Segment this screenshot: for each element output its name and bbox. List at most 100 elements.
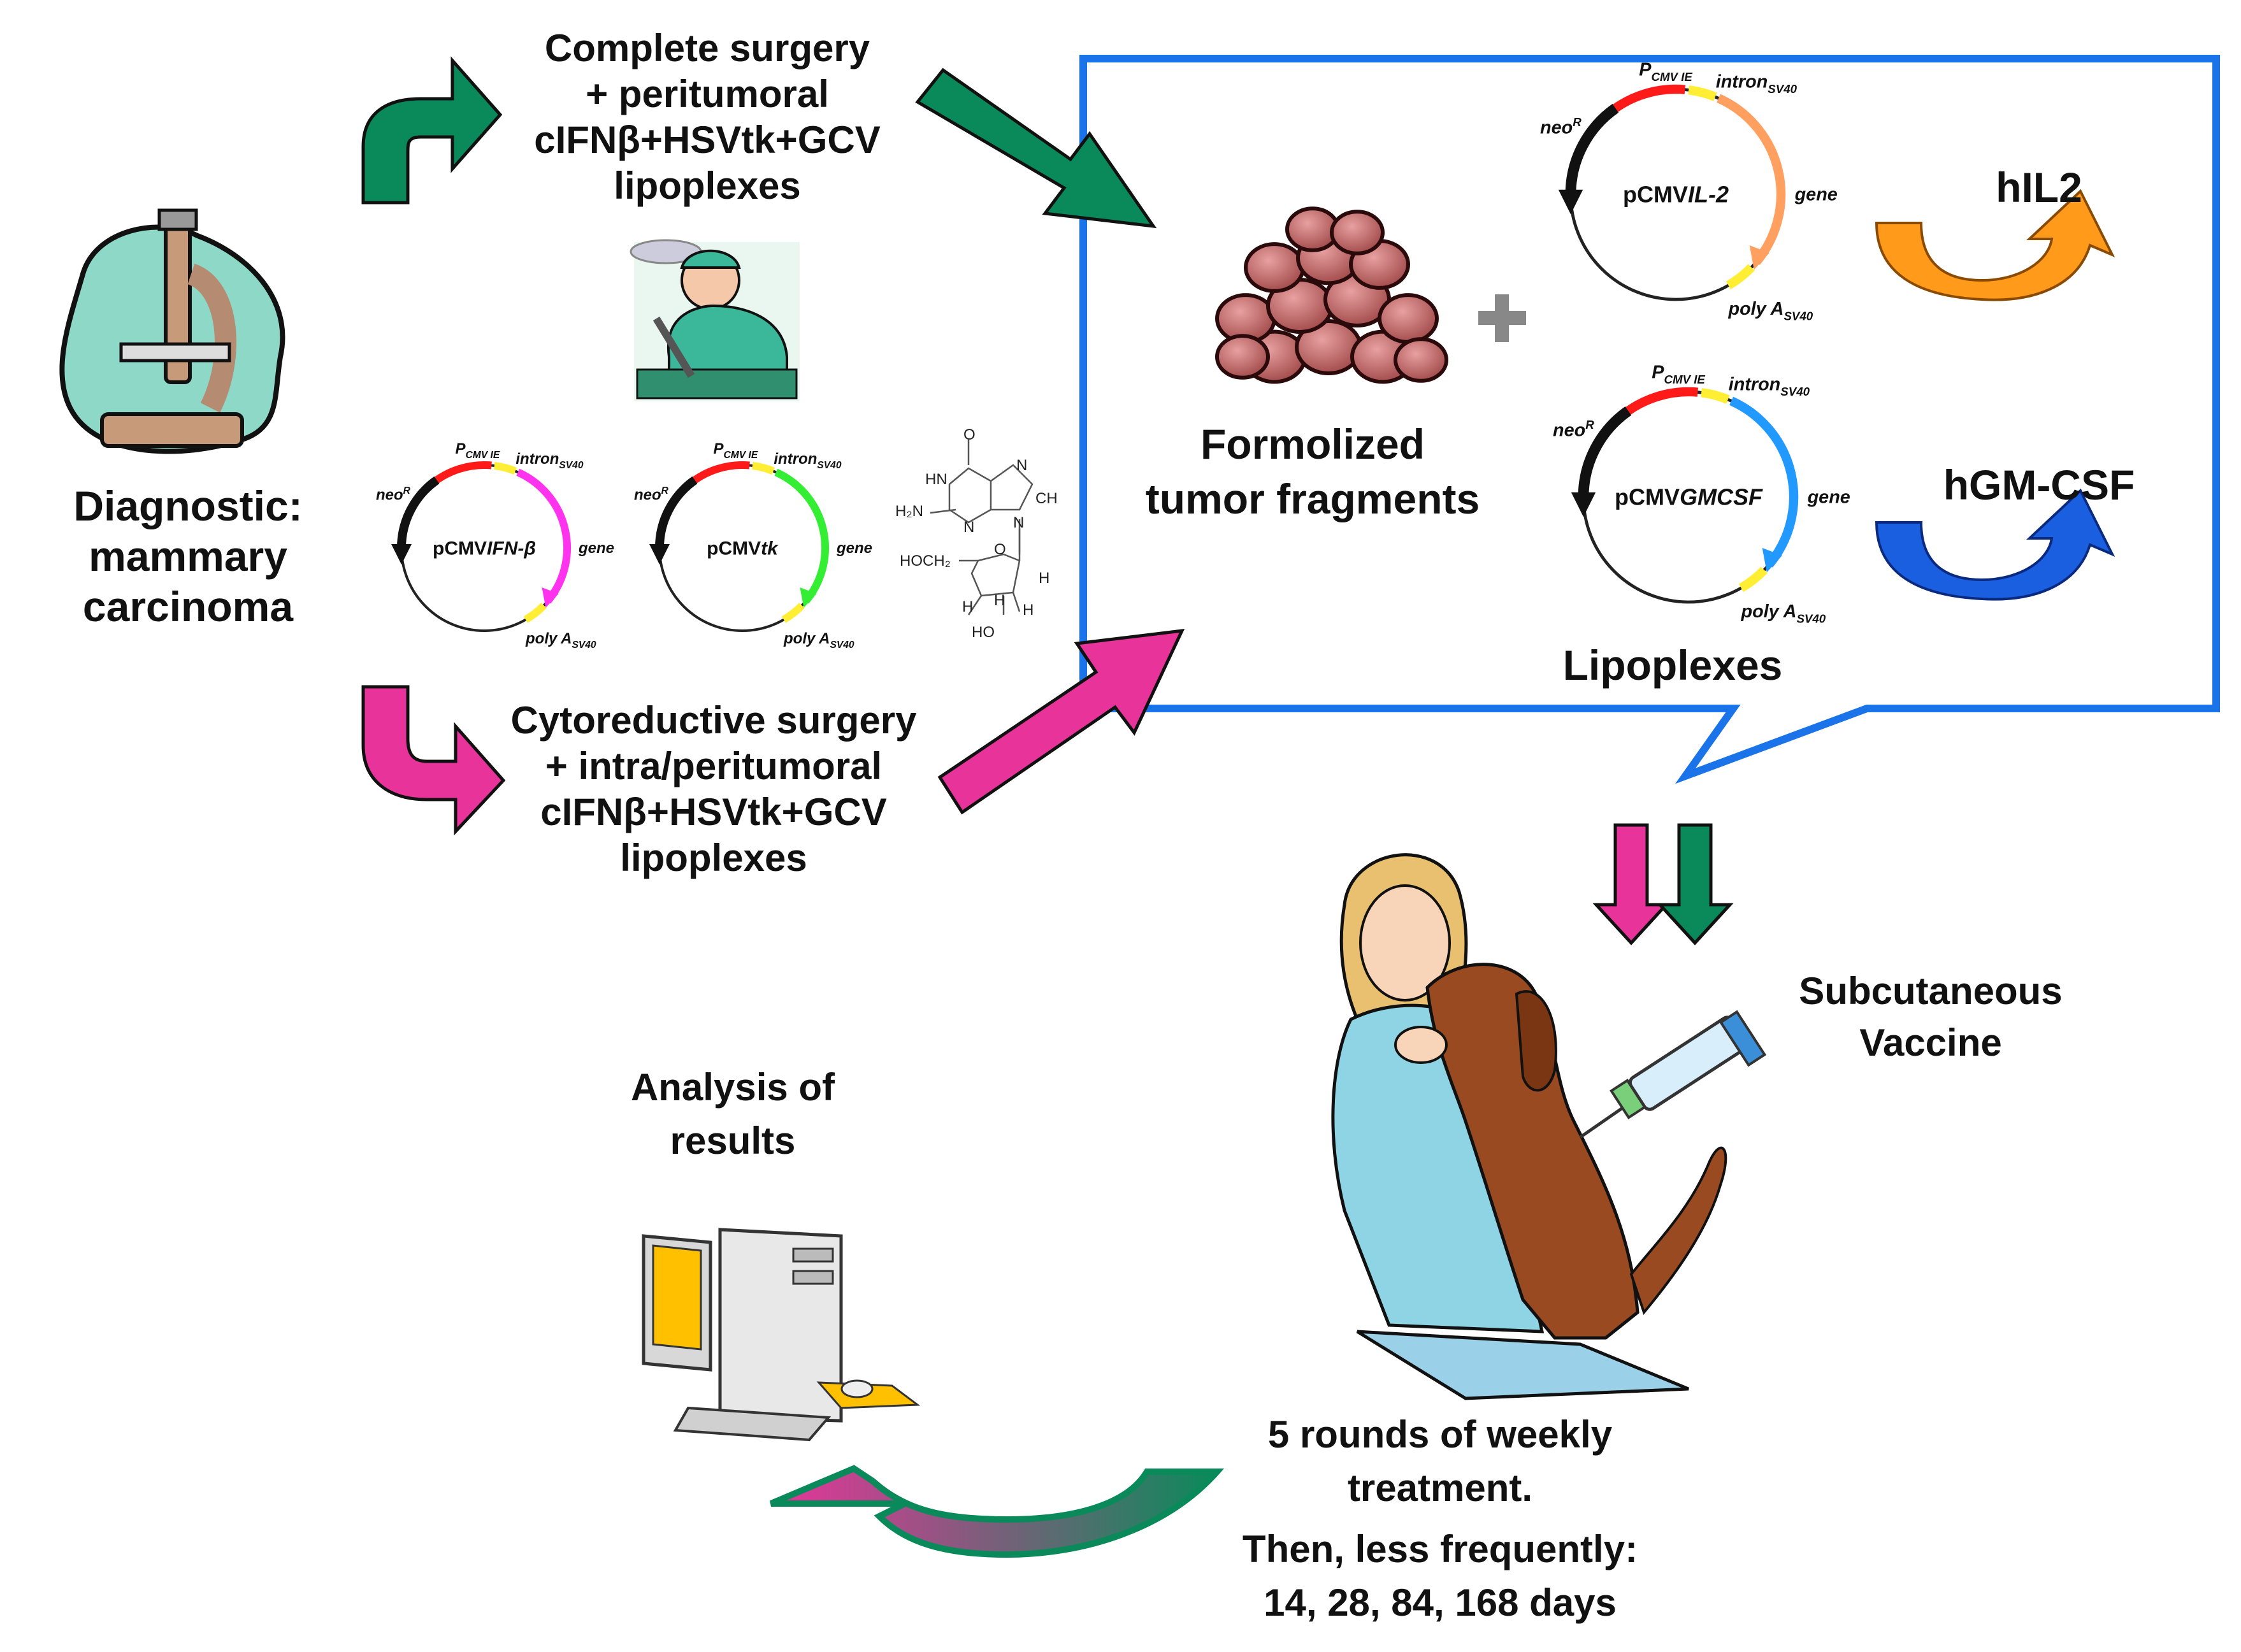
tumor-cell <box>1330 210 1385 255</box>
diagnostic-line-3: carcinoma <box>82 583 294 631</box>
rounds-line-1: 5 rounds of weekly <box>1267 1413 1613 1456</box>
polya-label: poly ASV40 <box>1741 601 1826 626</box>
neo-resistance-segment <box>655 476 698 549</box>
surgeon-icon <box>630 239 800 401</box>
hil2-label: hIL2 <box>1996 164 2082 211</box>
tumor-cell <box>1394 337 1448 383</box>
formolized-line-2: tumor fragments <box>1145 475 1480 522</box>
mol-hoch2: HOCH₂ <box>900 552 951 570</box>
green-diagonal-arrow <box>915 68 1157 229</box>
cmv-promoter-segment <box>428 461 492 488</box>
intron-segment <box>1688 85 1717 101</box>
intron-label: intronSV40 <box>1729 375 1810 399</box>
neo-arrowhead <box>1571 492 1596 517</box>
promoter-label: PCMV IE <box>1652 362 1705 386</box>
diagnostic-line-2: mammary <box>89 533 287 580</box>
intron-segment <box>493 462 517 475</box>
formolized-tumor-fragments-icon <box>1215 206 1448 384</box>
plasmid-pcmv-gmcsf: pCMVGMCSF PCMV IE intronSV40 gene poly ASV40… <box>1553 362 1850 625</box>
neo-resistance-segment <box>397 476 440 549</box>
subcutaneous-line-2: Vaccine <box>1859 1021 2002 1064</box>
complete-surgery-line-1: Complete surgery <box>544 27 870 69</box>
analysis-results-label: Analysis of results <box>573 1061 892 1168</box>
polya-label: poly ASV40 <box>783 630 854 650</box>
formolized-tumor-label: Formolized tumor fragments <box>1121 417 1504 527</box>
mol-hn: HN <box>925 471 948 488</box>
gene-insert-segment <box>1717 94 1786 265</box>
gene-label: gene <box>1794 185 1838 205</box>
neo-resistance-segment <box>1565 103 1619 195</box>
orange-u-arrow <box>1875 189 2115 301</box>
diagnostic-line-1: Diagnostic: <box>73 482 303 529</box>
analysis-line-1: Analysis of <box>630 1066 835 1109</box>
subcutaneous-vaccine-label: Subcutaneous Vaccine <box>1759 965 2103 1068</box>
polya-segment <box>781 603 805 623</box>
intron-label: intronSV40 <box>774 450 841 471</box>
mol-ho: HO <box>972 624 995 641</box>
green-down-arrow <box>1656 823 1734 945</box>
rounds-line-3: Then, less frequently: <box>1242 1528 1638 1570</box>
plasmid-name: pCMVGMCSF <box>1615 484 1763 510</box>
neo-resistance-segment <box>1578 406 1632 498</box>
neo-arrowhead <box>649 544 670 564</box>
complete-surgery-line-4: lipoplexes <box>614 164 801 207</box>
plasmid-name: pCMVIFN-β <box>433 538 536 559</box>
complete-surgery-label: Complete surgery + peritumoral cIFNβ+HSV… <box>510 25 905 209</box>
gene-label: gene <box>1807 487 1850 508</box>
gene-arrowhead <box>800 587 817 608</box>
mol-o2: O <box>994 541 1006 558</box>
cmv-promoter-segment <box>686 461 750 488</box>
polya-label: poly ASV40 <box>525 630 596 650</box>
intron-label: intronSV40 <box>515 450 583 471</box>
plus-sign-icon <box>1478 294 1526 342</box>
intron-label: intronSV40 <box>1716 72 1798 96</box>
gene-arrowhead <box>1749 245 1769 270</box>
mol-o: O <box>963 426 976 443</box>
ganciclovir-structure: O HN N N N CH H₂N HOCH₂ O H H H H HO <box>895 426 1058 641</box>
cytoreductive-surgery-label: Cytoreductive surgery + intra/peritumora… <box>484 698 943 881</box>
polya-segment <box>1738 566 1768 593</box>
lipoplex-callout-frame <box>1079 55 2220 784</box>
promoter-label: PCMV IE <box>1639 59 1692 83</box>
rounds-line-2: treatment. <box>1347 1467 1533 1509</box>
cytoreductive-line-1: Cytoreductive surgery <box>510 699 917 742</box>
gene-arrowhead <box>1762 547 1782 573</box>
syringe-icon <box>1579 1010 1767 1139</box>
blue-u-arrow <box>1875 488 2115 601</box>
neo-arrowhead <box>1558 189 1583 215</box>
magenta-curved-arrow <box>361 685 506 836</box>
gene-arrowhead <box>542 587 559 608</box>
gene-insert-segment <box>1729 396 1799 568</box>
neo-label: neoR <box>1540 115 1582 138</box>
gene-insert-segment <box>774 468 829 604</box>
mol-ch: CH <box>1035 490 1058 507</box>
complete-surgery-line-3: cIFNβ+HSVtk+GCV <box>534 119 881 161</box>
treatment-schedule-label: 5 rounds of weekly treatment. Then, less… <box>1185 1408 1695 1630</box>
diagnostic-label: Diagnostic: mammary carcinoma <box>25 481 350 633</box>
mol-h1: H <box>962 598 973 615</box>
intron-segment <box>751 462 775 475</box>
hgmcsf-label: hGM-CSF <box>1943 461 2135 508</box>
analysis-line-2: results <box>670 1119 796 1162</box>
neo-label: neoR <box>1553 418 1594 441</box>
cmv-promoter-segment <box>1605 84 1686 118</box>
tumor-cell <box>1244 242 1305 293</box>
cmv-promoter-segment <box>1618 387 1699 420</box>
magenta-down-arrow <box>1592 823 1670 945</box>
mol-h2n: H₂N <box>895 503 923 520</box>
polya-label: poly ASV40 <box>1728 299 1813 323</box>
cytoreductive-line-3: cIFNβ+HSVtk+GCV <box>540 791 887 833</box>
gene-label: gene <box>836 540 872 557</box>
neo-arrowhead <box>391 544 412 564</box>
veterinarian-with-dog-icon <box>1331 853 1727 1400</box>
gene-label: gene <box>578 540 614 557</box>
mol-h4: H <box>1039 570 1049 587</box>
neo-label: neoR <box>634 485 669 504</box>
rounds-line-4: 14, 28, 84, 168 days <box>1264 1581 1617 1624</box>
mol-h2: H <box>994 592 1005 609</box>
return-curved-arrow <box>770 1465 1225 1558</box>
